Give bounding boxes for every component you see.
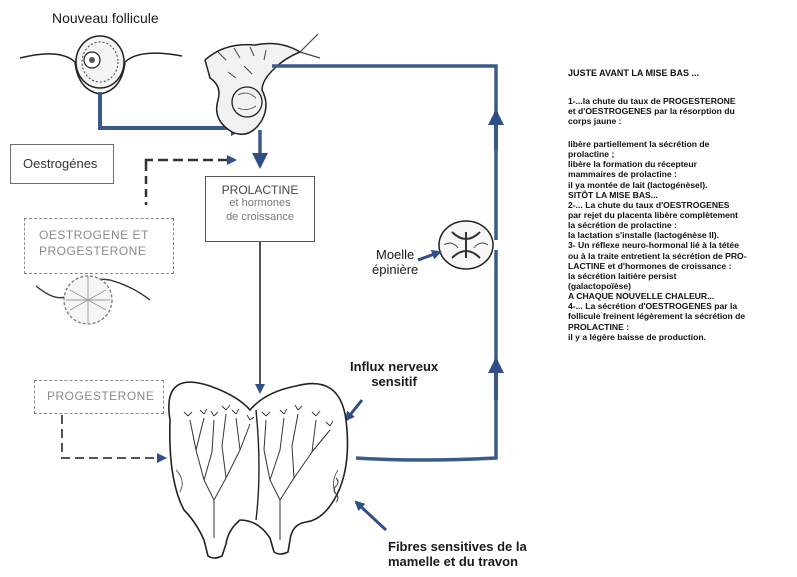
prolactine-subtitle: et hormones de croissance [206,197,314,223]
box-progesterone: PROGESTERONE [34,380,164,414]
arrow-influx-nerveux [346,400,362,420]
arrow-moelle-to-spine [418,252,440,260]
follicle-drawing [20,36,182,94]
pituitary-drawing [205,34,320,134]
corpus-luteum-drawing [36,276,150,324]
panel-paragraph-1: 1-...la chute du taux de PROGESTERONE et… [568,96,790,126]
arrow-fibres-sensitives [356,502,386,530]
udder-drawing [169,382,348,558]
label-fibres-sensitives: Fibres sensitives de la mamelle et du tr… [388,540,527,570]
box-prolactine: PROLACTINE et hormones de croissance [205,176,315,242]
line-pituitary-to-spine-loop [272,66,496,128]
spinal-cord-drawing [439,221,493,269]
label-moelle-epiniere: Moelle épinière [372,248,418,278]
dashed-oestrogenes-to-prolactine [146,160,235,163]
line-udder-to-spine [356,250,496,460]
explanation-panel: JUSTE AVANT LA MISE BAS ... 1-...la chut… [568,68,790,342]
label-influx-nerveux: Influx nerveux sensitif [350,360,438,390]
prolactine-title: PROLACTINE [206,183,314,197]
label-nouveau-follicule: Nouveau follicule [52,10,159,26]
dashed-progesterone-to-udder [62,415,165,458]
panel-paragraph-2: libère partiellement la sécrétion de pro… [568,139,790,342]
oestrogenes-text: Oestrogénes [23,156,97,171]
panel-heading: JUSTE AVANT LA MISE BAS ... [568,68,790,79]
box-oestrogene-progesterone: OESTROGENE ET PROGESTERONE [24,218,174,274]
box-oestrogenes: Oestrogénes [10,144,114,184]
